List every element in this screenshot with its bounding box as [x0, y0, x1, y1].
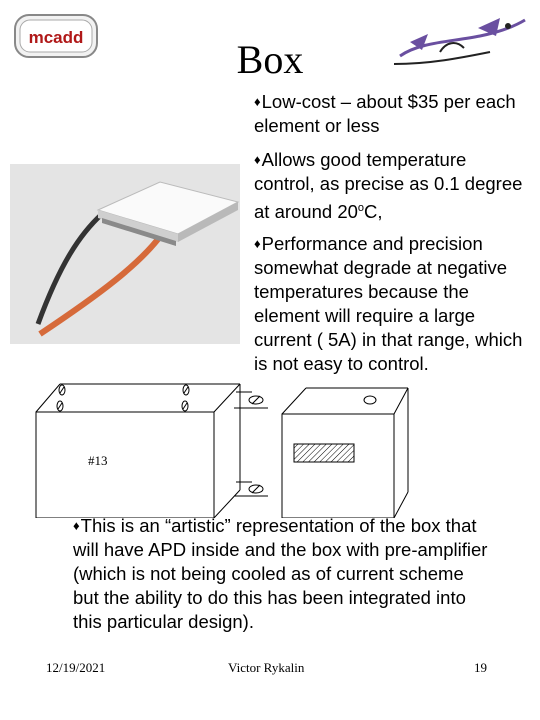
- page-number: 19: [474, 660, 487, 675]
- swoosh-logo: [393, 18, 526, 65]
- box-diagram: [35, 383, 409, 518]
- slide-title: Box: [236, 37, 304, 82]
- bullet-temperature-text: Allows good temperature control, as prec…: [254, 149, 523, 223]
- degree-superscript: o: [357, 202, 365, 214]
- footer-date: 12/19/2021: [46, 660, 106, 675]
- bullet-diamond-icon: ♦: [254, 94, 261, 109]
- mcadd-logo: mcadd: [14, 14, 98, 58]
- bullet-diamond-icon: ♦: [254, 236, 261, 251]
- bullet-diamond-icon: ♦: [254, 152, 261, 167]
- footer-author: Victor Rykalin: [228, 660, 305, 675]
- hatched-window: [293, 443, 355, 463]
- bullet-performance-text: Performance and precision somewhat degra…: [254, 233, 523, 374]
- bullet-temperature: ♦Allows good temperature control, as pre…: [254, 148, 524, 224]
- preamp-box: [281, 387, 409, 518]
- mcadd-logo-text: mcadd: [29, 28, 84, 47]
- bullet-performance: ♦Performance and precision somewhat degr…: [254, 232, 524, 376]
- bullet-cost: ♦Low-cost – about $35 per each element o…: [254, 90, 524, 138]
- connector-top: [234, 391, 268, 409]
- connector-bottom: [234, 481, 268, 497]
- bullet-cost-text: Low-cost – about $35 per each element or…: [254, 91, 516, 136]
- bullet-artistic-representation: ♦This is an “artistic” representation of…: [73, 514, 493, 634]
- diagram-label: #13: [88, 453, 108, 468]
- bullet-artistic-text: This is an “artistic” representation of …: [73, 515, 488, 632]
- bullet-diamond-icon: ♦: [73, 518, 80, 533]
- apd-box: [35, 383, 241, 518]
- degree-unit: C,: [364, 201, 383, 223]
- peltier-element-photo: [10, 164, 240, 344]
